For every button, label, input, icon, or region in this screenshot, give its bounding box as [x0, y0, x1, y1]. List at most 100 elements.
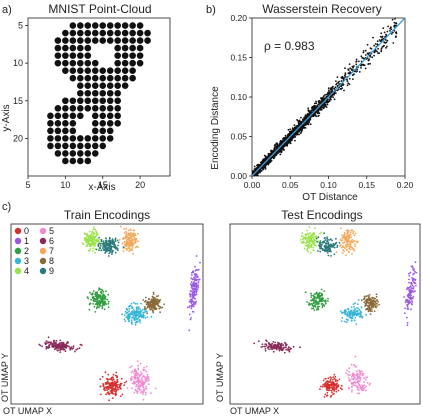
mnist-point [77, 52, 84, 59]
panel-b-xlabel: OT Distance [302, 192, 358, 203]
encoding-point-8 [370, 304, 373, 307]
y-tick-label: 0.00 [230, 171, 247, 181]
mnist-point [106, 127, 114, 135]
encoding-point-2 [93, 305, 96, 308]
encoding-point-7 [349, 248, 352, 251]
encoding-point-8 [152, 300, 155, 303]
distance-point [349, 71, 351, 74]
panel-label-b: b) [206, 4, 216, 16]
encoding-point-8 [367, 304, 369, 307]
encoding-point-4 [300, 242, 303, 244]
encoding-point-1 [407, 302, 410, 305]
encoding-point-4 [92, 250, 94, 252]
distance-point [279, 153, 282, 156]
encoding-point-6 [54, 345, 57, 348]
distance-point [261, 168, 264, 170]
mnist-point [69, 67, 77, 74]
encoding-point-4 [303, 247, 306, 250]
distance-point [395, 22, 397, 25]
encoding-point-5 [359, 378, 362, 380]
encoding-point-9 [315, 237, 318, 240]
distance-point [367, 63, 370, 65]
encoding-point-9 [316, 240, 318, 243]
encoding-point-3 [136, 306, 138, 309]
encoding-point-7 [352, 230, 355, 233]
distance-point [390, 33, 393, 35]
encoding-point-4 [303, 242, 305, 244]
panel-c-train-points [38, 225, 201, 402]
encoding-point-2 [96, 303, 99, 306]
encoding-point-6 [75, 348, 78, 351]
encoding-point-2 [94, 311, 97, 313]
encoding-point-4 [313, 243, 315, 246]
encoding-point-7 [131, 249, 134, 252]
encoding-point-1 [189, 290, 192, 292]
distance-point [298, 133, 300, 136]
encoding-point-9 [114, 244, 116, 247]
encoding-point-9 [327, 250, 330, 253]
distance-point [319, 101, 322, 104]
mnist-point [129, 74, 136, 82]
mnist-point [84, 142, 92, 150]
distance-point [393, 25, 396, 28]
mnist-point [129, 67, 136, 74]
panel-a-points [47, 22, 151, 165]
encoding-point-6 [274, 346, 276, 349]
encoding-point-0 [112, 382, 115, 384]
encoding-point-4 [305, 234, 308, 236]
encoding-point-2 [324, 302, 327, 305]
encoding-point-6 [271, 342, 274, 345]
encoding-point-6 [266, 340, 268, 342]
encoding-point-4 [313, 238, 315, 240]
encoding-point-7 [346, 238, 348, 241]
encoding-point-5 [356, 386, 358, 388]
encoding-point-0 [331, 391, 333, 394]
distance-point [322, 95, 325, 98]
encoding-point-0 [326, 387, 328, 390]
encoding-point-3 [136, 303, 139, 305]
mnist-point [106, 104, 114, 112]
encoding-point-5 [348, 370, 350, 373]
encoding-point-7 [119, 225, 122, 228]
encoding-point-9 [327, 247, 330, 250]
encoding-point-9 [321, 241, 324, 244]
encoding-point-4 [87, 238, 90, 240]
mnist-point [69, 44, 77, 52]
encoding-point-3 [350, 306, 353, 308]
encoding-point-3 [124, 310, 127, 313]
distance-point [307, 122, 310, 124]
encoding-point-5 [142, 390, 145, 393]
legend-marker-0 [14, 227, 22, 235]
distance-point [264, 156, 267, 159]
distance-point [366, 52, 369, 55]
encoding-point-6 [59, 342, 61, 344]
encoding-point-8 [148, 306, 151, 309]
encoding-point-2 [318, 295, 320, 298]
encoding-point-9 [109, 241, 112, 244]
encoding-point-0 [334, 375, 337, 378]
encoding-point-7 [356, 241, 359, 244]
mnist-point [99, 89, 107, 97]
distance-point [373, 54, 375, 57]
distance-point [304, 116, 307, 119]
encoding-point-6 [62, 343, 65, 346]
encoding-point-7 [351, 238, 354, 241]
distance-point [337, 81, 340, 84]
encoding-point-0 [324, 382, 326, 385]
encoding-point-3 [343, 320, 346, 323]
mnist-point [91, 29, 99, 37]
mnist-point [77, 135, 84, 142]
mnist-point [106, 135, 114, 142]
mnist-point [144, 29, 151, 37]
mnist-point [62, 135, 69, 142]
encoding-point-6 [53, 340, 55, 343]
encoding-point-9 [333, 244, 336, 246]
encoding-point-5 [358, 389, 360, 391]
mnist-point [62, 97, 69, 105]
encoding-point-4 [306, 239, 309, 241]
mnist-point [99, 127, 107, 135]
distance-point [289, 142, 292, 145]
encoding-point-7 [134, 234, 137, 237]
distance-point [300, 131, 303, 133]
distance-point [318, 112, 321, 115]
